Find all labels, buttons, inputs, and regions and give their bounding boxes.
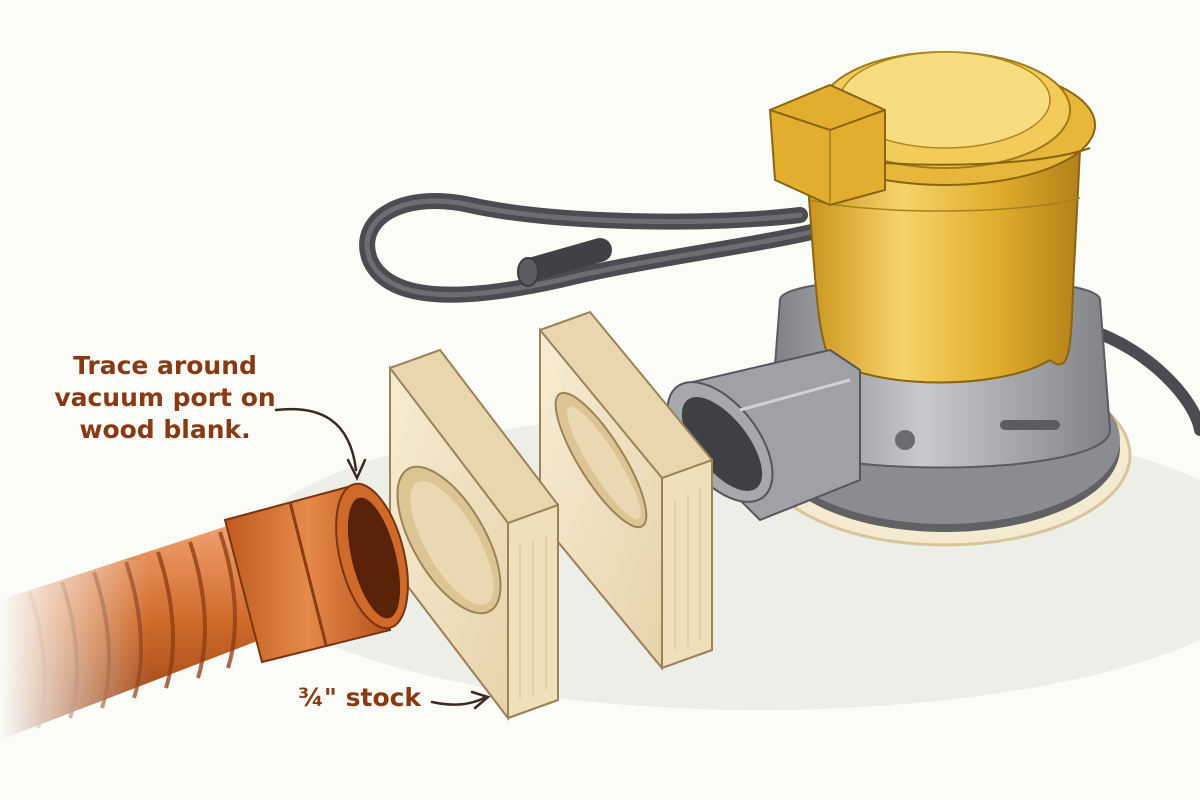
stock-arrow-line: [430, 696, 486, 706]
trace-callout-line-3: wood blank.: [79, 415, 251, 444]
trace-arrow-head-icon: [346, 458, 367, 481]
wood-blank-round: [389, 348, 559, 721]
random-orbit-sander: [666, 51, 1112, 522]
trace-callout: Trace around vacuum port on wood blank.: [40, 350, 290, 446]
stock-callout-text: ¾" stock: [298, 683, 422, 712]
wood-blank-oval: [539, 310, 713, 671]
lock-button-icon: [895, 430, 915, 450]
trace-arrow-line: [274, 407, 358, 472]
callout-arrows: [274, 407, 491, 710]
power-cord: [359, 193, 1200, 436]
trace-callout-line-2: vacuum port on: [54, 383, 276, 412]
dust-hose: [0, 482, 409, 760]
vent-slot: [1000, 420, 1060, 430]
trace-callout-line-1: Trace around: [73, 351, 257, 380]
stock-callout: ¾" stock: [298, 682, 438, 714]
stock-arrow-head-icon: [470, 690, 491, 710]
sander-dust-port: [666, 348, 861, 522]
